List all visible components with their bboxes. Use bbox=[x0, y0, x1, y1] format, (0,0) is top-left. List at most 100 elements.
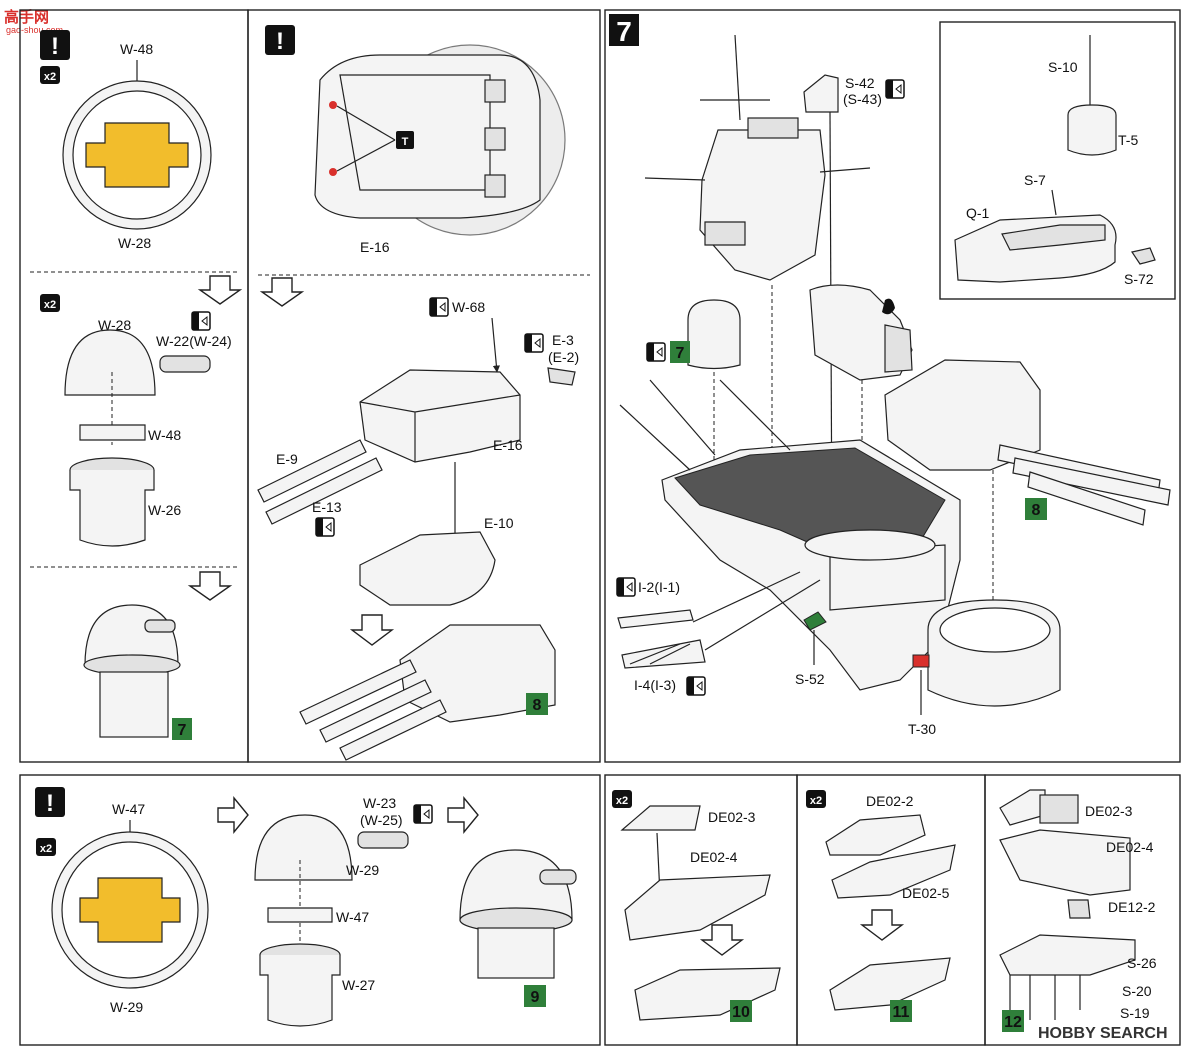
cement-icon bbox=[315, 517, 335, 537]
part-t30: T-30 bbox=[908, 654, 936, 737]
label-de02-2: DE02-2 bbox=[866, 793, 914, 809]
label-w28-bottom: W-28 bbox=[118, 235, 151, 251]
label-w27: W-27 bbox=[342, 977, 375, 993]
label-s26: S-26 bbox=[1127, 955, 1157, 971]
barbette-ring bbox=[927, 599, 1061, 707]
watermark-logo: 高手网 gao-shou.com bbox=[4, 8, 63, 35]
cement-icon bbox=[686, 676, 706, 696]
label-w22: W-22(W-24) bbox=[156, 333, 232, 349]
decal-w48 bbox=[85, 122, 189, 188]
x2-badge: x2 bbox=[40, 843, 52, 855]
label-de02-3: DE02-3 bbox=[708, 809, 756, 825]
step-number: 7 bbox=[616, 16, 632, 47]
panel-c: x2 W-47 W-29 W-23 (W-25) W-29 W-47 W-27 … bbox=[35, 787, 577, 1027]
label-e10: E-10 bbox=[484, 515, 514, 531]
label-e9: E-9 bbox=[276, 451, 298, 467]
label-w47-top: W-47 bbox=[112, 801, 145, 817]
svg-text:HOBBY SEARCH: HOBBY SEARCH bbox=[1038, 1025, 1168, 1042]
panel-b-top: T E-16 bbox=[265, 25, 566, 255]
aft-superstructure bbox=[809, 284, 913, 525]
label-e16-mid: E-16 bbox=[493, 437, 523, 453]
label-w29-bottom: W-29 bbox=[110, 999, 143, 1015]
panel-boat-12: DE02-3 DE02-4 DE12-2 S-26 S-20 S-19 12 bbox=[999, 789, 1157, 1032]
result-badge-7: 7 bbox=[178, 722, 187, 739]
cement-icon bbox=[885, 79, 905, 99]
caution-icon bbox=[35, 787, 65, 817]
label-i4: I-4(I-3) bbox=[634, 677, 676, 693]
panel-a-top: x2 W-48 W-28 bbox=[40, 30, 212, 251]
label-t30: T-30 bbox=[908, 721, 936, 737]
label-w29: W-29 bbox=[346, 862, 379, 878]
label-de02-4: DE02-4 bbox=[690, 849, 738, 865]
label-de02-5: DE02-5 bbox=[902, 885, 950, 901]
ref-badge-8: 8 bbox=[1032, 502, 1041, 519]
panel-b-mid: W-68 E-3 (E-2) E-9 E-16 E-13 E-10 bbox=[257, 297, 579, 606]
cement-icon bbox=[413, 804, 433, 824]
hull-section bbox=[619, 379, 961, 691]
caution-icon bbox=[40, 30, 70, 60]
barbette-w26 bbox=[69, 470, 155, 547]
panel-a-result: 7 bbox=[83, 604, 192, 740]
result-badge-10: 10 bbox=[732, 1004, 750, 1021]
result-badge-12: 12 bbox=[1004, 1014, 1022, 1031]
label-s20: S-20 bbox=[1122, 983, 1152, 999]
label-w48-mid: W-48 bbox=[148, 427, 181, 443]
svg-text:gao-shou.com: gao-shou.com bbox=[6, 25, 63, 35]
svg-text:高手网: 高手网 bbox=[4, 8, 49, 26]
bridge-tower bbox=[644, 34, 871, 455]
label-w25: (W-25) bbox=[360, 812, 403, 828]
label-s72: S-72 bbox=[1124, 271, 1154, 287]
cement-icon bbox=[524, 333, 544, 353]
label-s10: S-10 bbox=[1048, 59, 1078, 75]
cement-icon bbox=[429, 297, 449, 317]
label-s52: S-52 bbox=[795, 671, 825, 687]
label-w23: W-23 bbox=[363, 795, 396, 811]
label-e2: (E-2) bbox=[548, 349, 579, 365]
label-e3: E-3 bbox=[552, 332, 574, 348]
result-badge-9: 9 bbox=[531, 989, 540, 1006]
cement-icon bbox=[646, 342, 666, 362]
label-e16-top: E-16 bbox=[360, 239, 390, 255]
label-w48-top: W-48 bbox=[120, 41, 153, 57]
label-s42: S-42 bbox=[845, 75, 875, 91]
label-s19: S-19 bbox=[1120, 1005, 1150, 1021]
t-badge: T bbox=[402, 136, 409, 148]
label-w26: W-26 bbox=[148, 502, 181, 518]
step7-header: 7 bbox=[609, 14, 639, 47]
x2-badge: x2 bbox=[810, 795, 822, 807]
label-w47: W-47 bbox=[336, 909, 369, 925]
turret-assembly bbox=[359, 369, 521, 463]
turret-base-e10 bbox=[359, 531, 496, 606]
turret-dome bbox=[64, 329, 156, 396]
part-s42: S-42 (S-43) bbox=[803, 74, 905, 551]
cement-icon bbox=[616, 577, 636, 597]
label-de12-2: DE12-2 bbox=[1108, 899, 1156, 915]
x2-badge: x2 bbox=[44, 71, 56, 83]
part-i2-i4: I-2(I-1) I-4(I-3) bbox=[616, 571, 821, 696]
label-q1: Q-1 bbox=[966, 205, 990, 221]
result-badge-8: 8 bbox=[533, 697, 542, 714]
panel-boat-10: x2 DE02-3 DE02-4 10 bbox=[612, 790, 781, 1022]
part-s52: S-52 bbox=[795, 611, 827, 687]
label-e13: E-13 bbox=[312, 499, 342, 515]
label-de02-3: DE02-3 bbox=[1085, 803, 1133, 819]
label-w28-mid: W-28 bbox=[98, 317, 131, 333]
x2-badge: x2 bbox=[44, 299, 56, 311]
label-i2: I-2(I-1) bbox=[638, 579, 680, 595]
label-de02-4: DE02-4 bbox=[1106, 839, 1154, 855]
turret-ref-8: 8 bbox=[884, 359, 1171, 645]
cement-icon bbox=[191, 311, 211, 331]
x2-badge: x2 bbox=[616, 795, 628, 807]
step7-inset: S-10 T-5 S-7 Q-1 S-72 bbox=[939, 21, 1176, 300]
panel-boat-11: x2 DE02-2 DE02-5 11 bbox=[806, 790, 956, 1022]
turret-base-e16 bbox=[314, 54, 541, 219]
watermark-hobbysearch: HOBBY SEARCH bbox=[1038, 1025, 1168, 1042]
ref-badge-7: 7 bbox=[676, 345, 685, 362]
label-s43: (S-43) bbox=[843, 91, 882, 107]
label-w68: W-68 bbox=[452, 299, 485, 315]
turret-ref-7: 7 bbox=[646, 299, 741, 462]
label-t5: T-5 bbox=[1118, 132, 1138, 148]
decal-w47 bbox=[79, 877, 181, 943]
caution-icon bbox=[265, 25, 295, 55]
